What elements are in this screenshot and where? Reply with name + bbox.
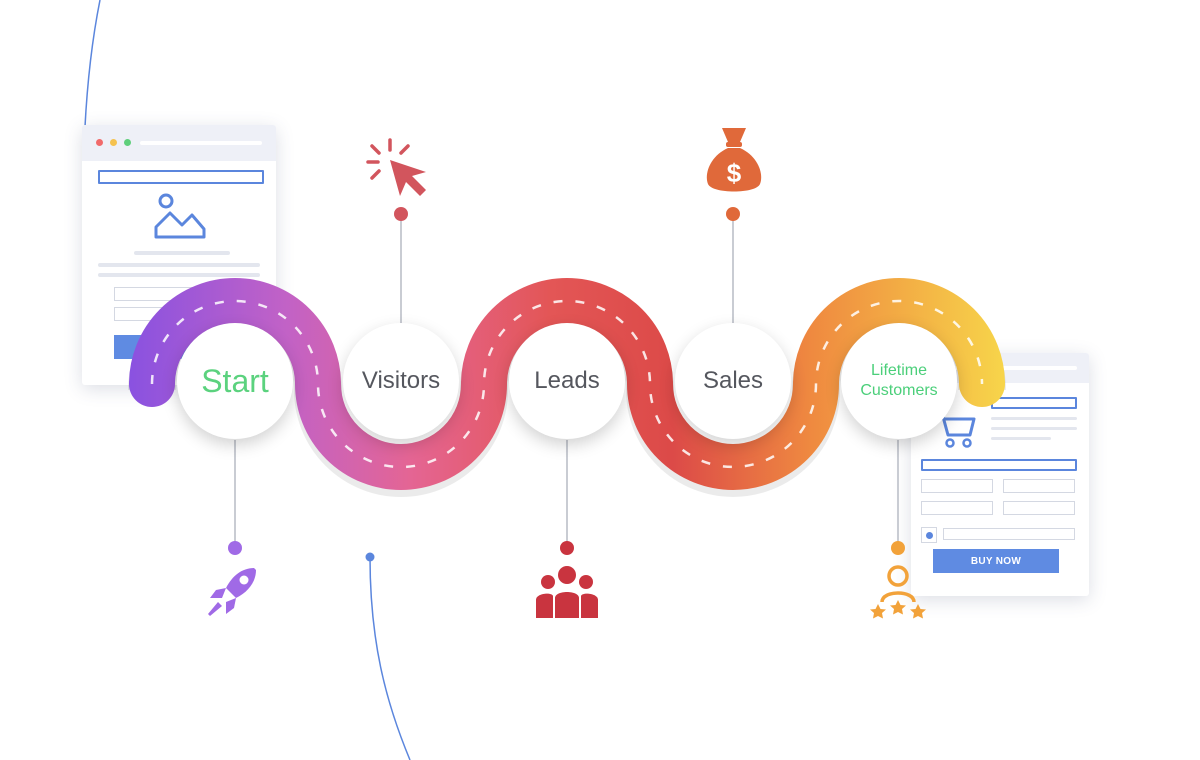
stage-customers-label-line1: Lifetime bbox=[870, 362, 928, 379]
maximize-dot bbox=[124, 139, 131, 146]
address-bar bbox=[140, 141, 262, 145]
form-field bbox=[921, 479, 993, 493]
text-line bbox=[991, 417, 1077, 420]
start-connector bbox=[234, 440, 236, 545]
stage-sales-label: Sales bbox=[702, 367, 764, 394]
text-line bbox=[991, 427, 1077, 430]
stage-start: Start bbox=[177, 323, 293, 439]
text-line bbox=[134, 251, 230, 255]
bottom-arc bbox=[369, 556, 411, 760]
stage-visitors-label: Visitors bbox=[361, 367, 441, 394]
stage-start-label: Start bbox=[201, 362, 269, 399]
customers-connector bbox=[897, 440, 899, 545]
road-dashes bbox=[150, 299, 984, 469]
sales-connector bbox=[732, 220, 734, 325]
stage-customers-label-line2: Customers bbox=[860, 382, 938, 399]
image-icon bbox=[154, 193, 206, 239]
rocket-icon bbox=[208, 568, 256, 616]
stage-visitors: Visitors bbox=[343, 323, 459, 439]
text-line bbox=[991, 437, 1051, 440]
bottom-arc-dot bbox=[365, 552, 375, 562]
close-dot bbox=[96, 139, 103, 146]
text-line bbox=[98, 263, 260, 267]
terms-field bbox=[943, 528, 1075, 540]
text-line bbox=[98, 273, 260, 277]
stage-sales: Sales bbox=[675, 323, 791, 439]
group-people-icon bbox=[536, 566, 598, 618]
cursor-click-icon bbox=[366, 138, 426, 196]
customers-pin bbox=[891, 541, 905, 555]
checkbox bbox=[921, 527, 937, 543]
address-field-placeholder bbox=[921, 459, 1077, 471]
stage-leads: Leads bbox=[509, 323, 625, 439]
form-field bbox=[921, 501, 993, 515]
minimize-dot bbox=[110, 139, 117, 146]
form-field bbox=[1003, 501, 1075, 515]
window-titlebar bbox=[82, 125, 276, 161]
user-stars-icon bbox=[870, 565, 926, 619]
header-placeholder bbox=[98, 170, 264, 184]
leads-pin bbox=[560, 541, 574, 555]
dollar-sign: $ bbox=[727, 158, 742, 188]
stage-leads-label: Leads bbox=[534, 367, 600, 394]
buy-now-button: BUY NOW bbox=[933, 549, 1059, 573]
form-field bbox=[1003, 479, 1075, 493]
stage-lifetime-customers: Lifetime Customers bbox=[841, 323, 957, 439]
money-bag-icon: $ bbox=[706, 128, 762, 192]
leads-connector bbox=[566, 440, 568, 545]
visitors-pin bbox=[394, 207, 408, 221]
visitors-connector bbox=[400, 220, 402, 325]
checkbox-mark bbox=[926, 532, 933, 539]
start-pin bbox=[228, 541, 242, 555]
sales-pin bbox=[726, 207, 740, 221]
